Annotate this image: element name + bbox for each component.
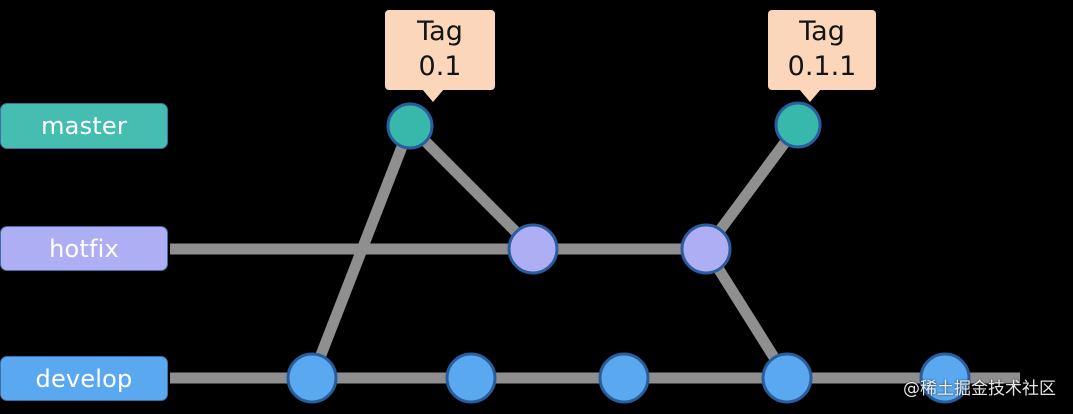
- branch-label-develop-text: develop: [35, 364, 133, 393]
- commit-node-develop-d3[interactable]: [598, 352, 650, 404]
- tag-callout-0-1-line2: 0.1: [418, 51, 462, 82]
- commit-node-master-m2[interactable]: [774, 101, 822, 149]
- commit-node-hotfix-h1[interactable]: [507, 223, 559, 275]
- connector-hotfix-to-master: [701, 121, 803, 253]
- commit-node-develop-d4[interactable]: [761, 352, 813, 404]
- branch-label-hotfix-text: hotfix: [49, 234, 119, 263]
- commit-node-layer: [286, 101, 971, 404]
- commit-node-master-m1[interactable]: [386, 102, 434, 150]
- commit-node-hotfix-h2[interactable]: [680, 223, 732, 275]
- tag-callout-0-1-line1: Tag: [417, 16, 463, 48]
- tag-callout-0-1-1-line2: 0.1.1: [787, 51, 857, 82]
- branch-label-hotfix[interactable]: hotfix: [0, 226, 168, 271]
- commit-node-develop-d2[interactable]: [445, 352, 497, 404]
- commit-node-develop-d1[interactable]: [286, 352, 338, 404]
- branch-label-master-text: master: [41, 112, 127, 140]
- tag-callout-0-1-1[interactable]: Tag 0.1.1: [768, 10, 876, 90]
- tag-callout-0-1-1-pointer: [799, 89, 821, 102]
- watermark-text: @稀土掘金技术社区: [903, 379, 1056, 399]
- tag-callout-0-1[interactable]: Tag 0.1: [385, 10, 495, 90]
- connector-layer: [170, 121, 1020, 384]
- branch-label-master[interactable]: master: [0, 103, 168, 149]
- tag-callout-0-1-1-line1: Tag: [799, 16, 845, 48]
- connector-develop-to-master: [306, 124, 416, 380]
- commit-node-develop-d5[interactable]: [919, 352, 971, 404]
- connector-master-to-hotfix: [406, 122, 537, 253]
- branch-label-develop[interactable]: develop: [0, 356, 168, 401]
- tag-callout-0-1-pointer: [422, 89, 444, 102]
